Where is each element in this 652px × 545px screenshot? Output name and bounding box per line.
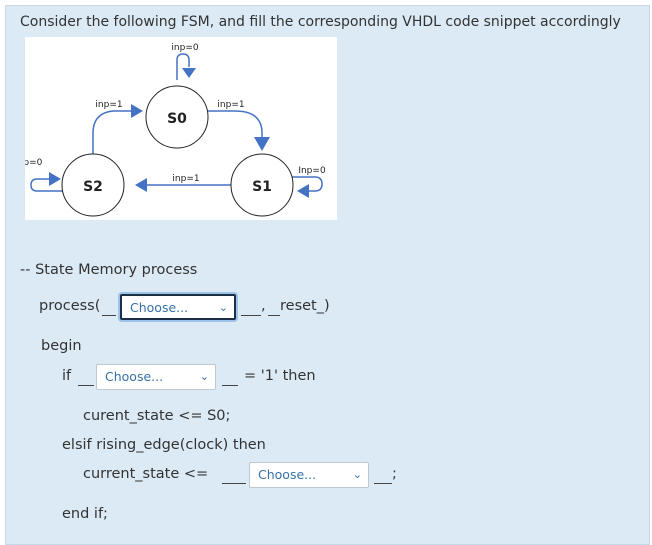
question-text: Consider the following FSM, and fill the… [20, 14, 621, 30]
process-signal-select-value: Choose... [130, 300, 189, 315]
process-mid: , [261, 298, 266, 314]
label-s2-loop: Inp=0 [25, 158, 43, 168]
blank [374, 482, 392, 484]
assign-next: current_state <= [83, 466, 209, 482]
chevron-down-icon: ⌄ [352, 468, 362, 481]
blank [102, 314, 116, 316]
s2-to-s0-arrow [92, 104, 143, 165]
s1-self-loop-arrow [287, 176, 323, 198]
next-state-select-value: Choose... [258, 467, 317, 482]
label-s0-to-s1: inp=1 [217, 100, 244, 110]
if-suffix: = '1' then [244, 368, 316, 384]
label-s0-loop: inp=0 [171, 43, 198, 53]
blank [78, 384, 94, 386]
process-suffix: reset_) [280, 298, 330, 314]
next-state-select[interactable]: Choose... ⌄ [249, 462, 369, 488]
state-s0: S0 [145, 85, 209, 149]
end-if: end if; [62, 506, 108, 522]
label-s1-loop: Inp=0 [298, 166, 326, 176]
code-comment: -- State Memory process [20, 262, 198, 278]
s0-to-s1-arrow [197, 110, 270, 151]
assign-s0: curent_state <= S0; [83, 408, 231, 424]
state-s0-label: S0 [167, 111, 187, 127]
state-s1: S1 [230, 153, 294, 217]
s0-self-loop-arrow [176, 53, 196, 80]
s2-self-loop-arrow [30, 172, 69, 192]
if-signal-select[interactable]: Choose... ⌄ [96, 364, 216, 390]
s1-to-s2-arrow [135, 178, 237, 192]
chevron-down-icon: ⌄ [199, 370, 209, 383]
state-s2-label: S2 [83, 179, 103, 195]
if-keyword: if [62, 368, 72, 384]
process-signal-select[interactable]: Choose... ⌄ [120, 294, 236, 320]
elsif-line: elsif rising_edge(clock) then [62, 437, 266, 453]
if-signal-select-value: Choose... [105, 369, 164, 384]
blank [268, 314, 280, 316]
assign-end: ; [392, 466, 397, 482]
state-s2: S2 [61, 153, 125, 217]
fsm-diagram: S0 S1 S2 inp=0 inp=1 inp=1 inp=1 Inp=0 I… [25, 37, 337, 220]
fsm-svg: S0 S1 S2 inp=0 inp=1 inp=1 inp=1 Inp=0 I… [25, 43, 326, 217]
label-s2-to-s0: inp=1 [95, 100, 122, 110]
blank [241, 314, 261, 316]
blank [222, 384, 238, 386]
state-s1-label: S1 [252, 179, 272, 195]
process-prefix: process( [39, 298, 101, 314]
blank [222, 482, 246, 484]
label-s1-to-s2: inp=1 [172, 174, 199, 184]
begin-keyword: begin [41, 338, 82, 354]
chevron-down-icon: ⌄ [218, 301, 228, 314]
